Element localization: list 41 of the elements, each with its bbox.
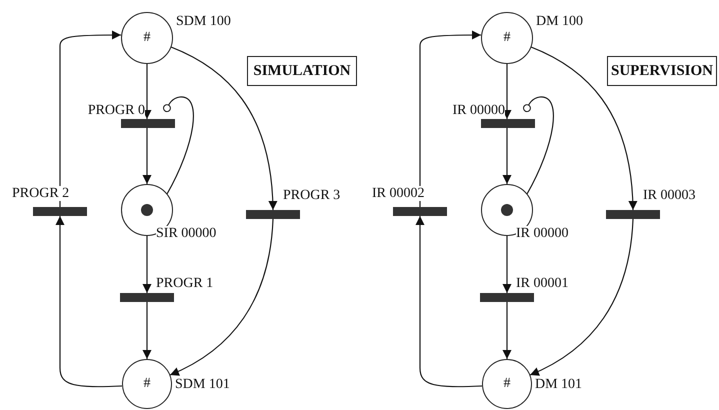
place-circle bbox=[122, 359, 172, 409]
place-circle bbox=[481, 12, 533, 64]
transition-bar bbox=[481, 119, 535, 128]
place-mark: # bbox=[144, 30, 150, 46]
place-circle bbox=[482, 359, 532, 409]
transition-bar bbox=[33, 207, 87, 216]
place-circle bbox=[121, 12, 173, 64]
transition-bar bbox=[120, 293, 174, 302]
place-mark: # bbox=[504, 30, 510, 46]
transition-label: IR 00002 bbox=[372, 186, 424, 201]
arc bbox=[142, 302, 152, 359]
arc bbox=[530, 218, 634, 376]
title-box bbox=[247, 56, 357, 86]
arc bbox=[502, 128, 512, 184]
transition-bar bbox=[246, 210, 300, 219]
transition-label: PROGR 0 bbox=[88, 103, 145, 118]
transition-label: IR 00000 bbox=[452, 103, 505, 118]
arc bbox=[502, 302, 512, 359]
place-mark: # bbox=[144, 376, 150, 392]
net-title: SUPERVISION bbox=[611, 62, 713, 80]
title-box bbox=[607, 56, 717, 86]
net-title: SIMULATION bbox=[253, 62, 351, 80]
transition-bar bbox=[121, 119, 175, 128]
arc bbox=[419, 30, 481, 207]
arc bbox=[59, 30, 121, 207]
transition-bar bbox=[606, 210, 660, 219]
transition-bar bbox=[393, 207, 447, 216]
arc bbox=[170, 46, 278, 210]
place-circle bbox=[481, 184, 533, 236]
inhibitor-arc bbox=[163, 96, 194, 194]
arc bbox=[142, 128, 152, 184]
arc bbox=[170, 218, 274, 376]
transition-bar bbox=[480, 293, 534, 302]
arc bbox=[502, 236, 512, 293]
arc bbox=[56, 216, 122, 388]
inhibitor-arc bbox=[523, 96, 554, 194]
transition-label: PROGR 2 bbox=[12, 186, 70, 201]
arc bbox=[416, 216, 482, 388]
arc bbox=[142, 236, 152, 293]
arc bbox=[530, 46, 638, 210]
place-mark: # bbox=[504, 376, 510, 392]
